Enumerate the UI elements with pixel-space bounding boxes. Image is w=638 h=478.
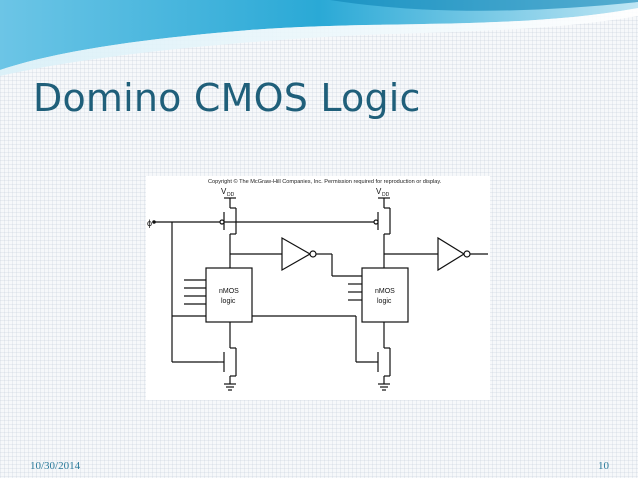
slide-title: Domino CMOS Logic [33, 76, 421, 120]
clock-label: ϕ [147, 218, 152, 228]
slide-date: 10/30/2014 [30, 460, 81, 472]
circuit-schematic: ϕ V DD nMOS logic [147, 187, 488, 391]
copyright-notice: Copyright © The McGraw-Hill Companies, I… [208, 179, 442, 185]
domino-circuit-figure: Copyright © The McGraw-Hill Companies, I… [146, 176, 490, 400]
svg-text:DD: DD [227, 192, 235, 198]
nmos-block1-line1: nMOS [219, 288, 239, 295]
nmos-block2-line2: logic [377, 298, 392, 305]
svg-text:V: V [376, 187, 382, 196]
svg-text:DD: DD [382, 192, 390, 198]
nmos-block2-line1: nMOS [375, 288, 395, 295]
header-wave-decoration [0, 0, 638, 76]
slide-page-number: 10 [598, 460, 609, 472]
svg-text:V: V [221, 187, 227, 196]
vdd-label-stage2: V DD [376, 187, 390, 198]
vdd-label-stage1: V DD [221, 187, 235, 198]
nmos-block1-line2: logic [221, 298, 236, 305]
